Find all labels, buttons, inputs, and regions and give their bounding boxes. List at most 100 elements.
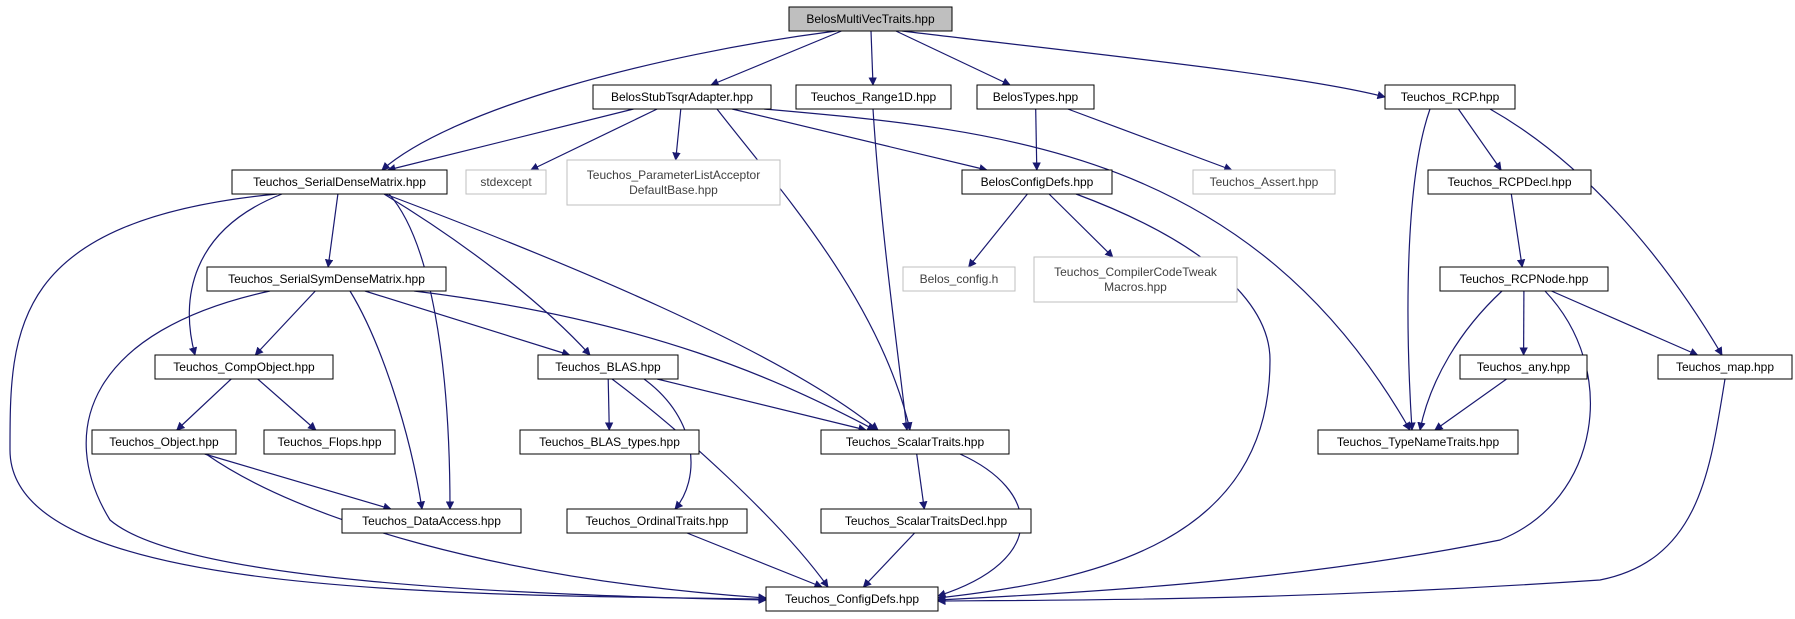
node-box (788, 6, 953, 32)
edge-n22-n26 (916, 453, 928, 510)
edge-n1-n5 (387, 108, 634, 173)
edge-arrow (254, 290, 316, 356)
node-n15[interactable]: Teuchos_CompObject.hpp (154, 354, 334, 380)
edge-arrow (1510, 193, 1526, 268)
node-n1[interactable]: BelosStubTsqrAdapter.hpp (592, 84, 772, 110)
edge-arrow (204, 453, 392, 511)
edge-n8-n27 (937, 193, 1271, 602)
edge-arrow (937, 290, 1591, 604)
node-n10[interactable]: Teuchos_RCPDecl.hpp (1427, 169, 1592, 195)
node-box (465, 169, 547, 195)
edge-arrow (384, 193, 879, 431)
node-label: Teuchos_Assert.hpp (1210, 175, 1319, 189)
node-n5[interactable]: Teuchos_SerialDenseMatrix.hpp (231, 169, 448, 195)
edge-arrow (205, 453, 767, 602)
edge-n4-n10 (1457, 108, 1502, 171)
node-label: Macros.hpp (1104, 280, 1167, 294)
edge-n5-n22 (384, 193, 879, 431)
node-label: Teuchos_ParameterListAcceptor (587, 168, 760, 182)
node-label: Teuchos_TypeNameTraits.hpp (1337, 435, 1500, 449)
node-box (566, 159, 781, 206)
nodes-layer: BelosMultiVecTraits.hppBelosStubTsqrAdap… (91, 6, 1793, 612)
edge-arrow (9, 193, 767, 604)
node-n19[interactable]: Teuchos_Object.hpp (91, 429, 237, 455)
node-n6: stdexcept (465, 169, 547, 195)
edge-n1-n22 (716, 108, 913, 431)
node-box (519, 429, 700, 455)
edge-arrow (916, 453, 928, 510)
edge-arrow (656, 378, 867, 433)
edge-n4-n23 (1407, 108, 1431, 431)
edge-arrow (862, 532, 916, 588)
node-box (154, 354, 334, 380)
node-box (206, 266, 447, 292)
node-label: Teuchos_Range1D.hpp (811, 90, 937, 104)
edge-arrow (257, 378, 317, 431)
node-label: Teuchos_SerialSymDenseMatrix.hpp (228, 272, 425, 286)
node-box (961, 169, 1113, 195)
edge-arrow (1434, 378, 1507, 431)
node-box (1384, 84, 1516, 110)
node-box (341, 508, 522, 534)
node-label: Teuchos_Object.hpp (109, 435, 219, 449)
node-n26[interactable]: Teuchos_ScalarTraitsDecl.hpp (820, 508, 1032, 534)
edge-n11-n22 (413, 290, 876, 431)
node-label: DefaultBase.hpp (629, 183, 718, 197)
edge-n16-n21 (604, 378, 614, 431)
node-label: Teuchos_RCPNode.hpp (1460, 272, 1589, 286)
edge-n3-n8 (1032, 108, 1041, 171)
node-label: Teuchos_RCP.hpp (1401, 90, 1500, 104)
node-n24[interactable]: Teuchos_DataAccess.hpp (341, 508, 522, 534)
node-n11[interactable]: Teuchos_SerialSymDenseMatrix.hpp (206, 266, 447, 292)
edge-n5-n15 (188, 193, 283, 356)
edge-n0-n5 (381, 30, 837, 171)
node-label: Teuchos_ConfigDefs.hpp (785, 592, 919, 606)
edge-n19-n27 (205, 453, 767, 602)
edge-arrow (188, 193, 283, 356)
node-n8[interactable]: BelosConfigDefs.hpp (961, 169, 1113, 195)
node-label: Teuchos_DataAccess.hpp (362, 514, 501, 528)
node-box (1317, 429, 1519, 455)
node-box (592, 84, 772, 110)
node-n0-root[interactable]: BelosMultiVecTraits.hpp (788, 6, 953, 32)
node-label: Teuchos_ScalarTraits.hpp (846, 435, 985, 449)
edge-n0-n2 (868, 30, 877, 86)
node-n2[interactable]: Teuchos_Range1D.hpp (795, 84, 952, 110)
node-n3[interactable]: BelosTypes.hpp (976, 84, 1095, 110)
edge-n1-n23 (763, 108, 1411, 431)
node-n4[interactable]: Teuchos_RCP.hpp (1384, 84, 1516, 110)
edge-n0-n3 (895, 30, 1011, 86)
node-n16[interactable]: Teuchos_BLAS.hpp (537, 354, 679, 380)
node-label: Teuchos_CompilerCodeTweak (1054, 265, 1218, 279)
node-label: stdexcept (480, 175, 532, 189)
node-box (1439, 266, 1609, 292)
edge-arrow (611, 378, 829, 588)
edge-arrow (868, 30, 877, 86)
node-box (231, 169, 448, 195)
node-n18[interactable]: Teuchos_map.hpp (1657, 354, 1793, 380)
node-n27[interactable]: Teuchos_ConfigDefs.hpp (765, 586, 939, 612)
edge-arrow (349, 290, 426, 510)
edge-arrow (937, 193, 1271, 602)
edge-n5-n11 (324, 193, 339, 268)
node-n25[interactable]: Teuchos_OrdinalTraits.hpp (566, 508, 748, 534)
edge-arrow (731, 108, 988, 173)
edge-arrow (383, 193, 591, 356)
node-box (1459, 354, 1588, 380)
node-label: Teuchos_Flops.hpp (277, 435, 381, 449)
edge-n14-n23 (1417, 290, 1503, 431)
edge-arrow (672, 108, 682, 161)
node-n14[interactable]: Teuchos_RCPNode.hpp (1439, 266, 1609, 292)
node-n17[interactable]: Teuchos_any.hpp (1459, 354, 1588, 380)
edge-n1-n6 (530, 108, 658, 171)
edge-arrow (324, 193, 339, 268)
node-label: BelosConfigDefs.hpp (981, 175, 1094, 189)
node-label: Teuchos_any.hpp (1477, 360, 1571, 374)
node-n21[interactable]: Teuchos_BLAS_types.hpp (519, 429, 700, 455)
node-n20[interactable]: Teuchos_Flops.hpp (263, 429, 396, 455)
node-n23[interactable]: Teuchos_TypeNameTraits.hpp (1317, 429, 1519, 455)
edge-arrow (763, 108, 1411, 431)
node-n22[interactable]: Teuchos_ScalarTraits.hpp (820, 429, 1010, 455)
